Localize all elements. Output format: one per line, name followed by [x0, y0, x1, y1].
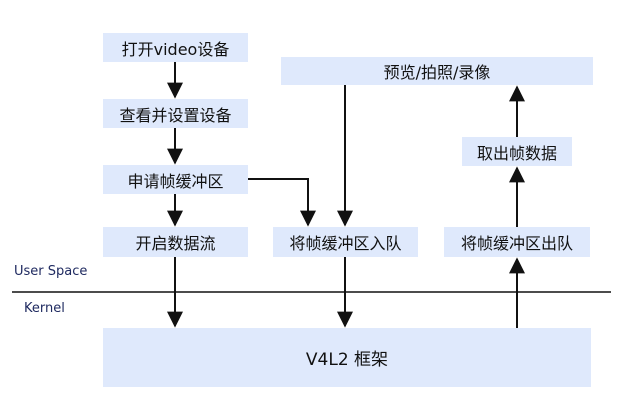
label-user-space: User Space — [14, 264, 88, 279]
box-preview: 预览/拍照/录像 — [281, 57, 593, 85]
label-kernel: Kernel — [24, 301, 65, 316]
box-queue-buffers: 将帧缓冲区入队 — [273, 227, 418, 257]
box-fetch-data: 取出帧数据 — [462, 137, 572, 166]
box-open-device: 打开video设备 — [103, 33, 248, 62]
box-dequeue-buffers: 将帧缓冲区出队 — [444, 227, 590, 257]
arrow-request-to-queue — [248, 178, 316, 227]
box-request-buffers: 申请帧缓冲区 — [103, 165, 248, 194]
box-v4l2-framework: V4L2 框架 — [103, 328, 591, 387]
box-query-settings: 查看并设置设备 — [103, 99, 248, 128]
box-start-stream: 开启数据流 — [103, 227, 248, 257]
